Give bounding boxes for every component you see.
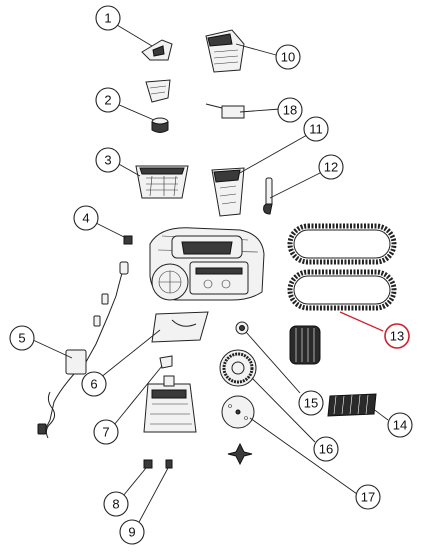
part-9-pin [165, 459, 173, 469]
callout-label: 2 [104, 93, 111, 108]
part-14-brush-strip [327, 393, 377, 417]
part-16-wheel [219, 349, 257, 387]
part-11-filter-canister [211, 167, 245, 217]
callout-8: 8 [103, 491, 129, 517]
callout-label: 11 [309, 122, 323, 137]
impeller [227, 442, 253, 466]
callout-7: 7 [93, 419, 119, 445]
callout-6: 6 [81, 371, 107, 397]
callout-2: 2 [95, 87, 121, 113]
callout-label: 4 [82, 211, 89, 226]
callout-label: 5 [18, 331, 25, 346]
callout-label: 10 [281, 50, 295, 65]
callout-label: 17 [361, 490, 375, 505]
callout-label: 3 [104, 153, 111, 168]
callout-label: 1 [104, 11, 111, 26]
robot-body [149, 227, 265, 301]
part-3-filter-frame [135, 165, 189, 199]
part-13-track-belt [287, 269, 397, 311]
callout-label: 9 [128, 525, 135, 540]
callout-label: 16 [319, 442, 333, 457]
part-1-filter-top [141, 39, 173, 61]
part-17-disk [221, 395, 255, 429]
callout-11: 11 [303, 116, 329, 142]
callout-10: 10 [275, 44, 301, 70]
motor-block [143, 375, 197, 433]
callout-12: 12 [318, 154, 344, 180]
callout-13: 13 [384, 323, 410, 349]
callout-5: 5 [9, 325, 35, 351]
part-8-clip [143, 459, 153, 469]
callout-label: 13 [390, 329, 404, 344]
brush-roller [289, 325, 321, 365]
callout-label: 7 [102, 425, 109, 440]
part-2-filter-basket [145, 79, 171, 133]
callout-17: 17 [355, 484, 381, 510]
callout-4: 4 [73, 205, 99, 231]
leader-lines [32, 24, 389, 525]
callout-9: 9 [119, 519, 145, 545]
callout-16: 16 [313, 436, 339, 462]
part-12-handle [263, 177, 273, 215]
part-18-clip [205, 103, 245, 119]
callout-label: 15 [304, 396, 318, 411]
callout-label: 14 [393, 418, 407, 433]
part-15-gear [235, 321, 249, 335]
callout-label: 12 [324, 160, 338, 175]
callout-label: 6 [90, 377, 97, 392]
part-5-cable [37, 261, 129, 439]
callout-1: 1 [95, 5, 121, 31]
callout-label: 8 [112, 497, 119, 512]
callout-18: 18 [277, 97, 303, 123]
callout-3: 3 [95, 147, 121, 173]
part-6-ramp [151, 311, 209, 343]
callout-label: 18 [283, 103, 297, 118]
callout-14: 14 [387, 412, 413, 438]
part-7-bracket [159, 355, 173, 369]
part-10-top-cover [205, 29, 245, 73]
track-belt-upper [287, 223, 397, 265]
callout-15: 15 [298, 390, 324, 416]
